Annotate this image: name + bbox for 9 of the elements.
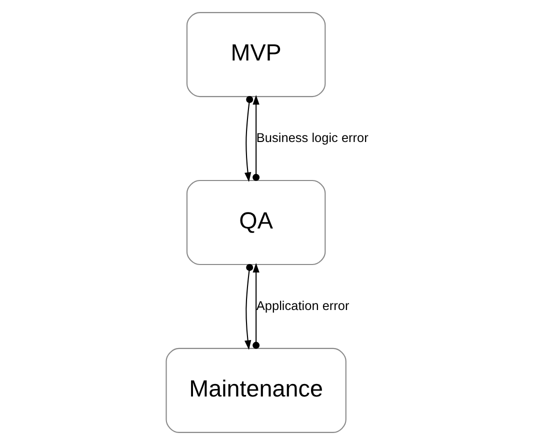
node-box: MVP bbox=[186, 12, 326, 98]
edge-label: Application error bbox=[256, 298, 349, 313]
node-box: Maintenance bbox=[165, 348, 346, 433]
arrow bbox=[244, 264, 253, 350]
node-box: QA bbox=[186, 180, 326, 266]
arrow bbox=[244, 96, 253, 182]
arrow bbox=[252, 94, 260, 181]
arrow bbox=[252, 262, 260, 349]
edge-label: Business logic error bbox=[256, 130, 368, 145]
